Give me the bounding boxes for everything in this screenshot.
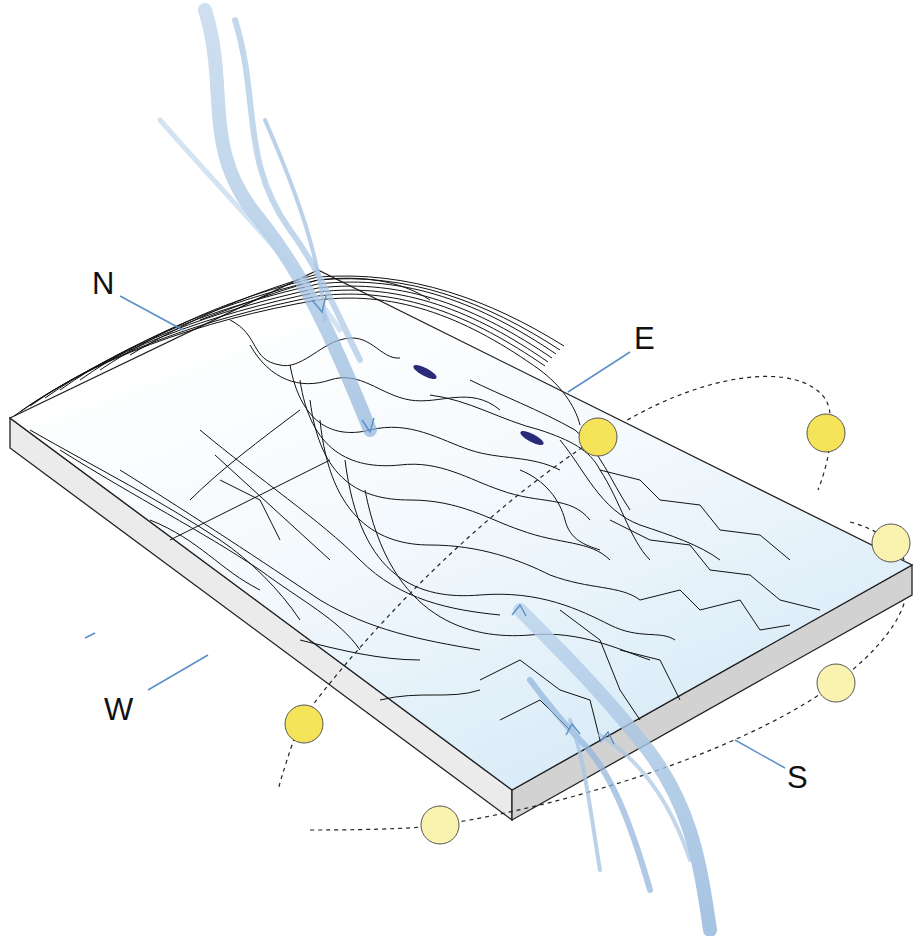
compass-label: N (92, 268, 114, 299)
compass-label: W (104, 694, 133, 725)
water-body (519, 428, 546, 447)
compass-label: S (787, 762, 808, 793)
leader-line (85, 296, 785, 768)
sun-path (310, 600, 905, 830)
terrain-surface (10, 270, 912, 790)
wind-flow (160, 10, 710, 930)
compass-label: E (634, 323, 655, 354)
water-body (412, 362, 439, 381)
sun-path (300, 437, 598, 722)
sun-position (285, 414, 910, 844)
contour-lines (30, 320, 820, 740)
wind-arrowhead (312, 296, 614, 744)
